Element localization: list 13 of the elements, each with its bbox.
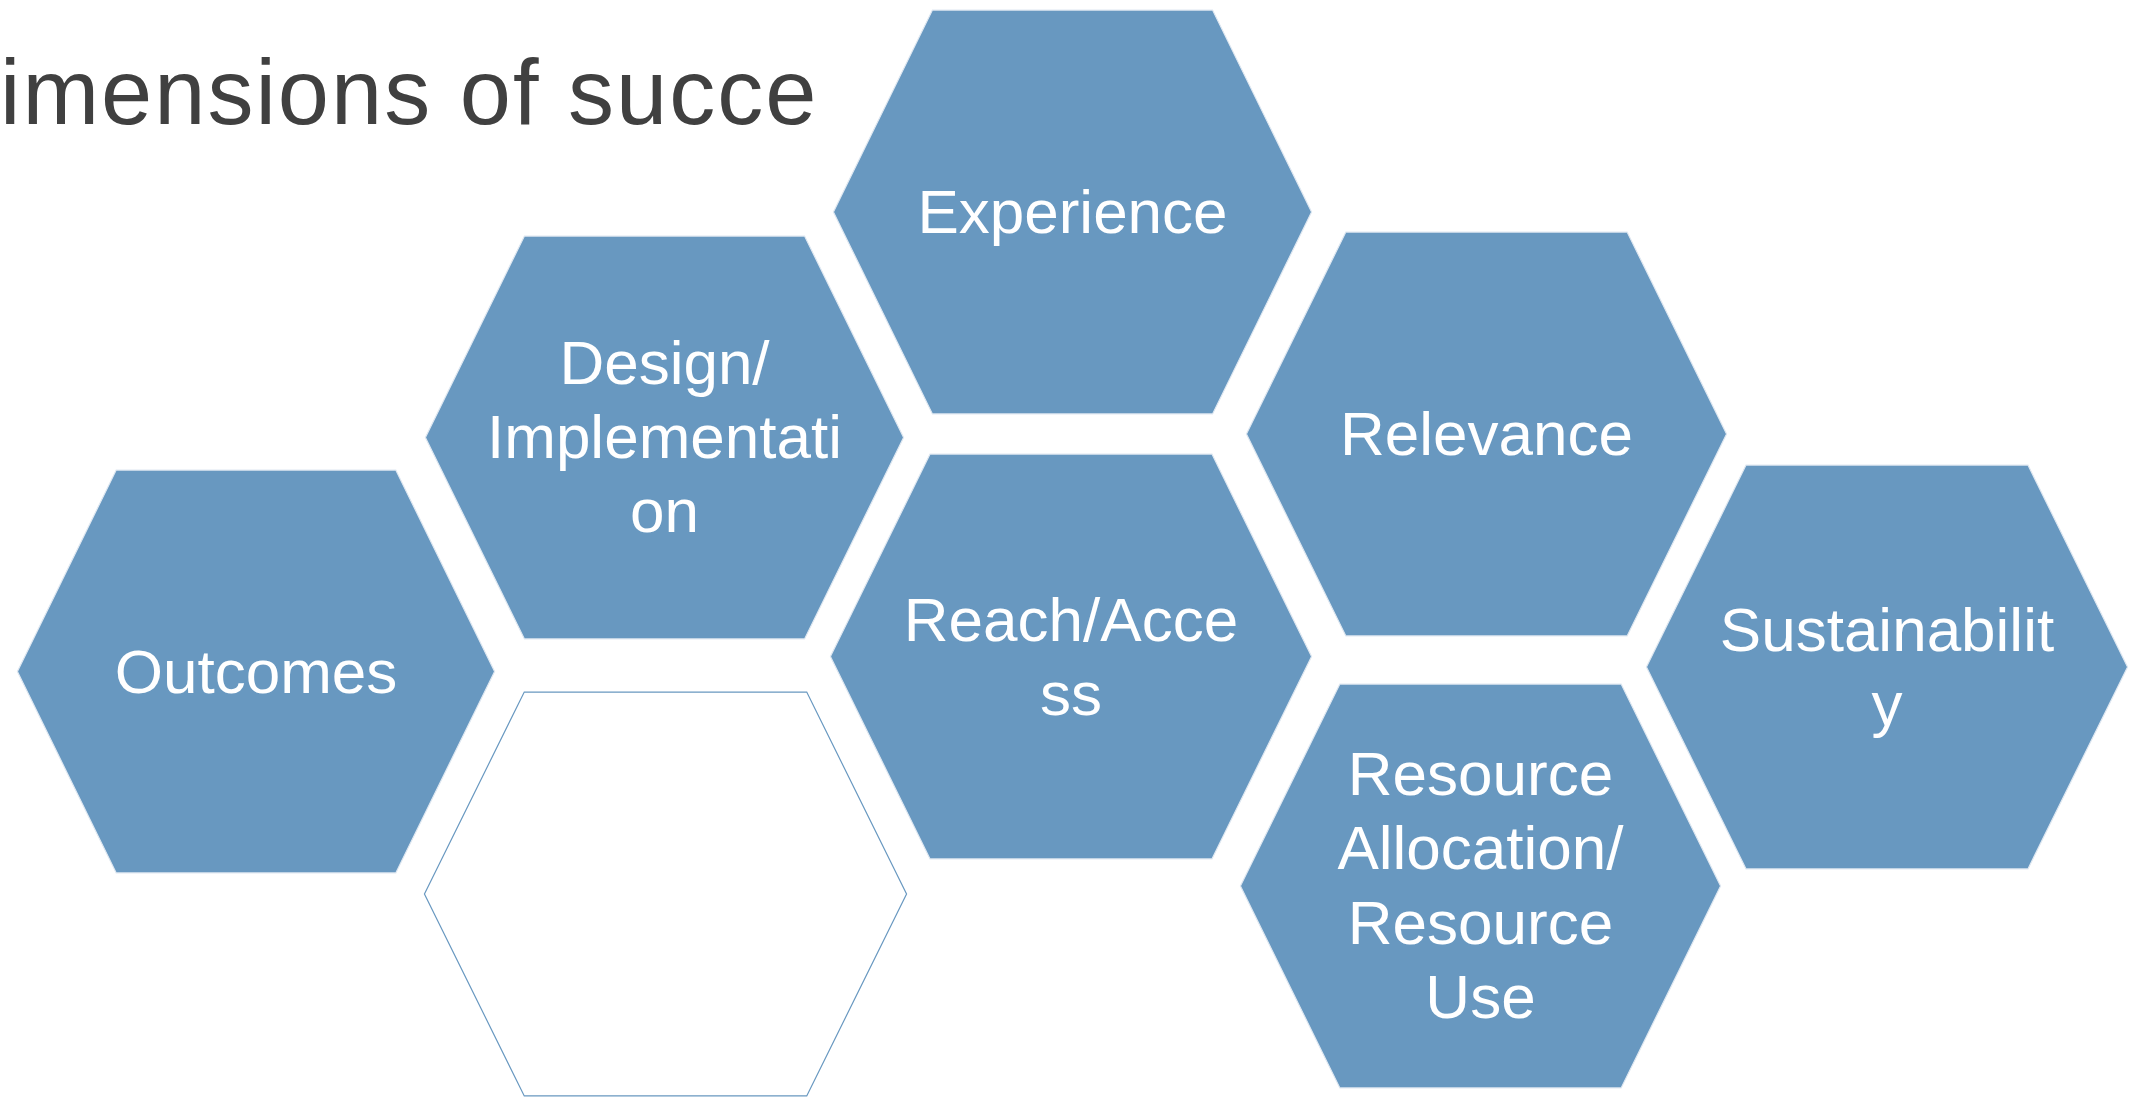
hexagon-label: Design/ Implementation	[486, 326, 843, 548]
hexagon-label: Relevance	[1339, 397, 1634, 470]
hexagon-label: Reach/Access	[902, 583, 1240, 730]
hexagon-label: Sustainability	[1718, 593, 2056, 740]
hexagon-label: Experience	[916, 175, 1229, 248]
slide-title: imensions of succe	[0, 40, 819, 145]
hexagon-shape	[423, 234, 906, 641]
hexagon-shape	[1238, 682, 1723, 1090]
hexagon-label: Outcomes	[113, 635, 399, 708]
hexagon-label: Resource Allocation/ Resource Use	[1336, 738, 1625, 1034]
hexagon-shape	[1644, 463, 2130, 871]
hexagon-shape	[422, 690, 909, 1098]
hexagon-shape	[831, 8, 1314, 416]
